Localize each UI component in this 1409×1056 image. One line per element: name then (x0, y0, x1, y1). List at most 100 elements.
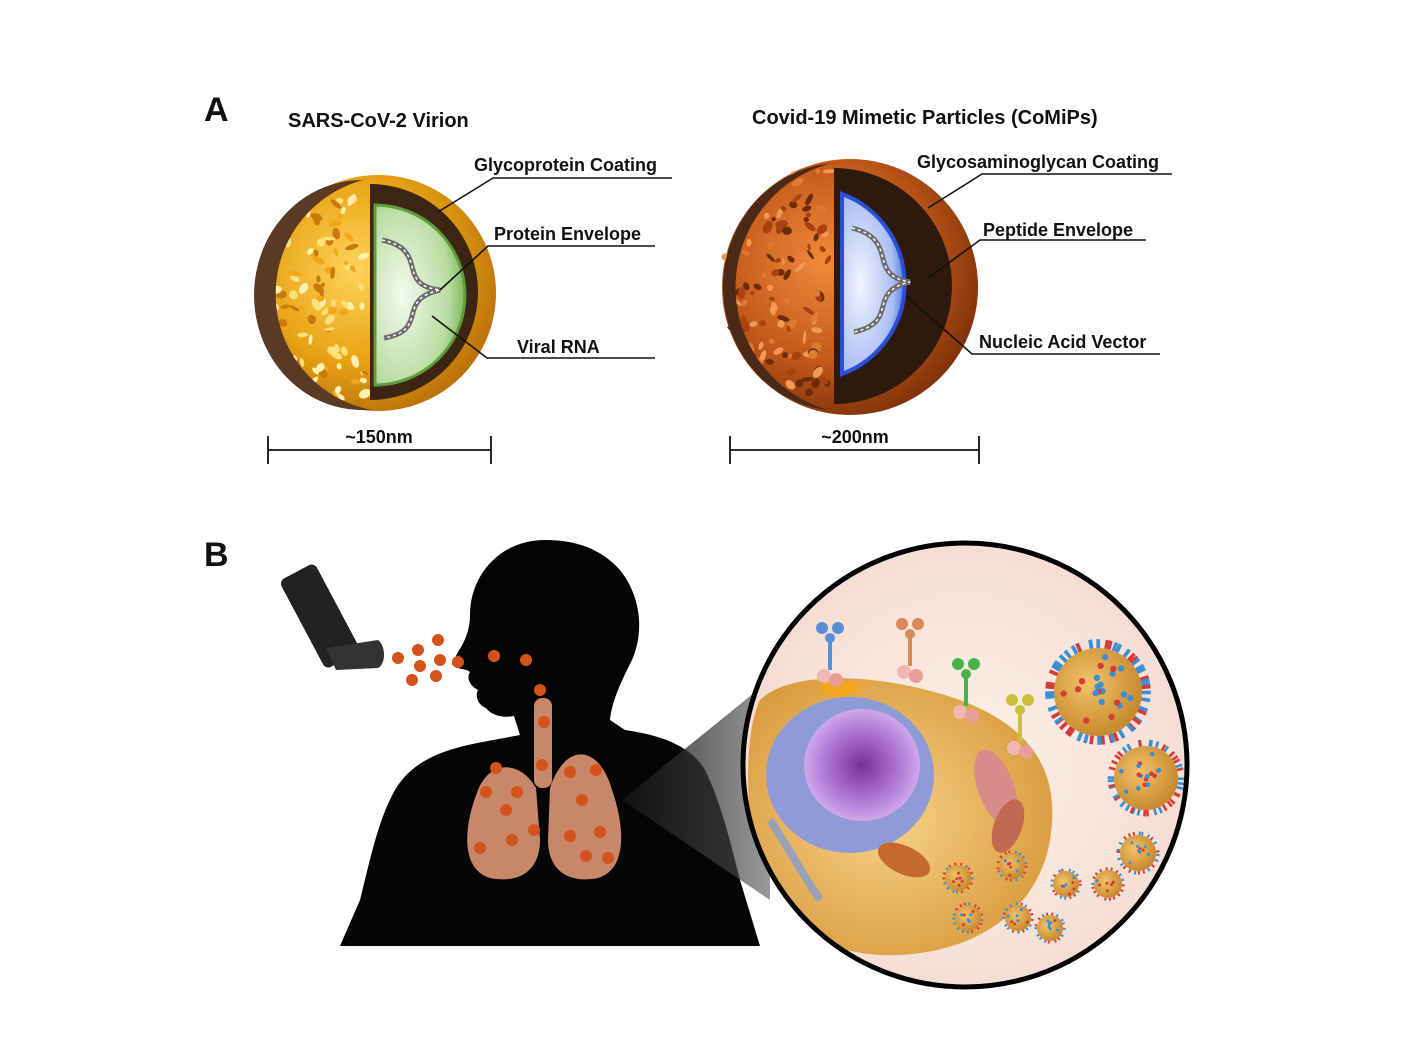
virus-spike (1121, 878, 1125, 882)
virus-spike-top (1074, 686, 1082, 693)
virus-spike (964, 864, 969, 869)
virus-spike (1075, 642, 1083, 653)
coat-fleck (289, 312, 301, 321)
virus-spike (1141, 684, 1151, 690)
virus-spike-top (1010, 920, 1014, 924)
virus-spike (1169, 798, 1176, 805)
coat-fleck (311, 298, 322, 311)
inhaled-particle (432, 634, 444, 646)
coat-fleck (822, 169, 835, 174)
coat-fleck (308, 334, 313, 345)
coat-fleck (750, 290, 755, 296)
virus-spike-top (1141, 848, 1145, 852)
coat-fleck (758, 341, 764, 350)
virus-spike (1045, 912, 1049, 916)
virus-spike (1055, 913, 1059, 918)
virus-spike (980, 913, 984, 916)
coat-fleck (327, 346, 338, 356)
virion-label-rna: Viral RNA (517, 337, 600, 357)
coat-fleck (341, 300, 352, 311)
virus-spike (954, 862, 957, 866)
virus-spike (1004, 907, 1009, 912)
virus-spike (1168, 750, 1176, 758)
mitochondrion (991, 799, 1025, 853)
coat-fleck (316, 295, 325, 302)
mitochondrion-2 (877, 842, 931, 878)
coat-fleck (795, 262, 806, 272)
virus-spike (1175, 763, 1183, 769)
virus-spike (963, 902, 967, 906)
virus-spike-top (1016, 919, 1020, 923)
virus-spike-top (1015, 869, 1019, 873)
virus-spike (1060, 934, 1064, 938)
coat-fleck (335, 393, 345, 401)
virus-spike-top (1006, 914, 1010, 918)
virus-spike (1122, 648, 1131, 658)
virus-spike (1064, 726, 1074, 736)
virus-spike (1132, 716, 1142, 726)
virus-spike-top (1127, 694, 1134, 702)
virus-spike (1111, 759, 1118, 765)
coat-fleck (762, 220, 773, 234)
virus-spike (1117, 893, 1121, 897)
coat-fleck (816, 224, 828, 235)
virus-spike-top (957, 883, 961, 887)
virus-spike (1111, 641, 1119, 652)
virus-spike (1006, 926, 1010, 931)
virus-spike (1138, 739, 1143, 747)
virus-spike (952, 889, 955, 894)
coat-fleck (812, 366, 823, 378)
coat-fleck (743, 282, 750, 291)
virus-spike (1100, 735, 1106, 745)
virus-spike-top (1136, 763, 1141, 769)
virus-spike (1112, 793, 1120, 800)
virus-spike (1060, 918, 1064, 922)
mimetic-title: Covid-19 Mimetic Particles (CoMiPs) (752, 107, 1098, 129)
virus-spike-top (1119, 768, 1124, 774)
virus-spike (1094, 872, 1099, 876)
virus-spike (948, 864, 952, 868)
virus-spike (1141, 697, 1151, 703)
virus-spike-top (968, 920, 971, 923)
virus-spike (1141, 831, 1144, 836)
virus-spike (1021, 855, 1025, 859)
virus-spike (1058, 654, 1068, 663)
virus-spike (953, 922, 957, 926)
right-lung (548, 754, 622, 880)
inhaler-mouthpiece (326, 640, 384, 670)
coat-fleck (791, 177, 804, 187)
virus-spike (1163, 745, 1170, 753)
coat-fleck (298, 319, 307, 329)
receptor-base (965, 709, 979, 723)
receptor-head (1006, 694, 1018, 706)
virus-spike (1118, 873, 1123, 877)
coat-fleck (344, 232, 354, 242)
virus-spike-top (960, 879, 964, 883)
coat-fleck (811, 327, 823, 334)
mimetic-label-coating: Glycosaminoglycan Coating (917, 152, 1159, 172)
virus-spike (1083, 734, 1089, 744)
coat-fleck (785, 380, 796, 390)
virus-spike (976, 926, 980, 930)
coat-fleck (783, 297, 791, 305)
virus-spike (1053, 660, 1064, 669)
virus-spike (1117, 857, 1122, 861)
virus-spike (959, 862, 963, 866)
virus-spike (967, 867, 971, 871)
coat-fleck (786, 368, 796, 376)
virus-spike (1151, 863, 1156, 868)
virus-spike (1112, 732, 1120, 742)
virus-spike-top (958, 876, 962, 880)
virus-spike-top (1149, 751, 1155, 757)
virus-spike-top (1046, 919, 1050, 923)
virus-spike (1041, 913, 1045, 918)
virus-spike (1129, 806, 1135, 814)
coat-fleck (786, 325, 791, 332)
virus-spike (1116, 848, 1121, 852)
coat-fleck (815, 204, 827, 213)
virus-spike-top (1128, 861, 1132, 865)
virus-spike-top (1093, 674, 1101, 681)
receptor-base (829, 673, 843, 687)
inhaled-particle (520, 654, 532, 666)
virus-spike (1022, 929, 1025, 933)
